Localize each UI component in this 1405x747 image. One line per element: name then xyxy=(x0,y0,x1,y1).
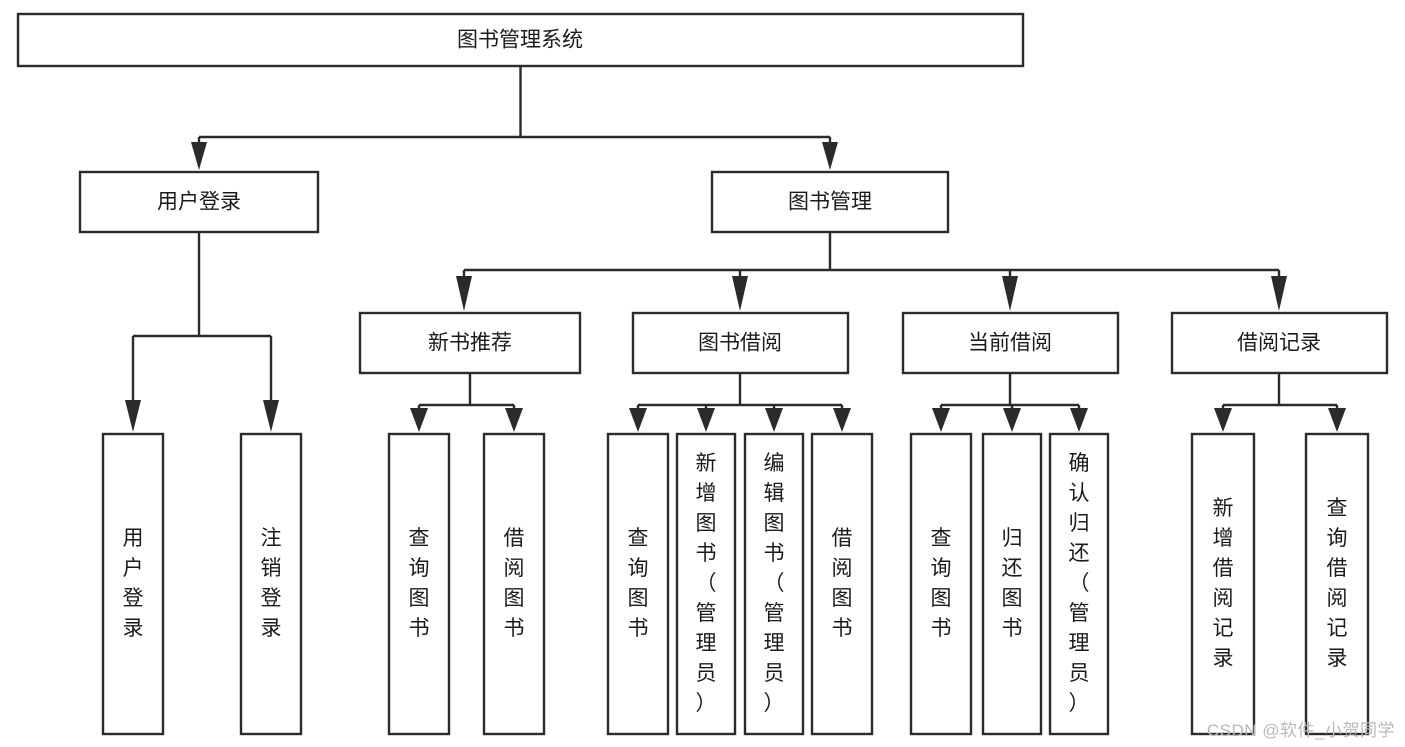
node-current-borrow-label: 当前借阅 xyxy=(968,332,1052,355)
leaf-node[interactable]: 查询图书 xyxy=(606,432,670,736)
node-book-manage-box[interactable] xyxy=(710,170,950,234)
arrowhead-current-borrow xyxy=(1002,276,1018,311)
node-root-box[interactable] xyxy=(16,12,1025,68)
leaf-node[interactable]: 新增图书（管理员） xyxy=(675,432,737,736)
node-book-borrow[interactable]: 图书借阅 xyxy=(631,311,850,375)
leaf-node[interactable]: 查询借阅记录 xyxy=(1304,432,1370,736)
node-new-book-rec-box[interactable] xyxy=(358,311,582,375)
leaf-node[interactable]: 确认归还（管理员） xyxy=(1048,432,1110,736)
node-new-book-rec-label: 新书推荐 xyxy=(428,332,512,355)
leaf-node-box[interactable] xyxy=(675,432,737,736)
leaf-node-label: 编辑图书（管理员） xyxy=(764,452,785,715)
leaf-node-box[interactable] xyxy=(1304,432,1370,736)
node-root[interactable]: 图书管理系统 xyxy=(16,12,1025,68)
arrowhead-book-borrow xyxy=(732,276,748,311)
leaf-node-box[interactable] xyxy=(810,432,874,736)
node-borrow-record-box[interactable] xyxy=(1170,311,1389,375)
leaf-node-label: 查询图书 xyxy=(931,527,952,640)
leaf-node-label: 查询借阅记录 xyxy=(1327,497,1348,670)
leaf-node[interactable]: 借阅图书 xyxy=(482,432,546,736)
leaf-node[interactable]: 查询图书 xyxy=(387,432,451,736)
node-borrow-record[interactable]: 借阅记录 xyxy=(1170,311,1389,375)
node-book-manage-label: 图书管理 xyxy=(788,191,872,214)
leaf-node-label: 新增借阅记录 xyxy=(1213,497,1234,670)
leaf-node-box[interactable] xyxy=(101,432,165,736)
arrowhead-leaf-confirm-return xyxy=(1070,408,1088,432)
leaf-node-label: 借阅图书 xyxy=(504,527,525,640)
leaf-node[interactable]: 编辑图书（管理员） xyxy=(743,432,805,736)
arrowhead-leaf-logout xyxy=(263,400,279,432)
arrowhead-leaf-query-book-3 xyxy=(932,408,950,432)
node-root-label: 图书管理系统 xyxy=(457,29,583,52)
arrowhead-leaf-add-book xyxy=(697,408,715,432)
arrowhead-leaf-add-record xyxy=(1214,408,1232,432)
connector-group-bookborrow-leaves xyxy=(629,373,851,432)
node-borrow-record-label: 借阅记录 xyxy=(1237,332,1321,355)
arrowhead-book-manage xyxy=(822,142,838,170)
arrowhead-leaf-borrow-book-1 xyxy=(505,408,523,432)
leaf-node-label: 注销登录 xyxy=(261,527,282,640)
node-user-login-box[interactable] xyxy=(78,170,320,234)
arrowhead-leaf-borrow-book-2 xyxy=(833,408,851,432)
connector-group-bookmanage-to-level3 xyxy=(456,232,1287,311)
connector-group-newbook-leaves xyxy=(410,373,523,432)
arrowhead-leaf-query-book-1 xyxy=(410,408,428,432)
node-new-book-rec[interactable]: 新书推荐 xyxy=(358,311,582,375)
arrowhead-borrow-record xyxy=(1271,276,1287,311)
leaf-node-box[interactable] xyxy=(482,432,546,736)
connector-group-borrowrecord-leaves xyxy=(1214,373,1346,432)
arrowhead-user-login xyxy=(191,142,207,170)
leaf-node-box[interactable] xyxy=(909,432,973,736)
leaf-node[interactable]: 借阅图书 xyxy=(810,432,874,736)
leaf-node-box[interactable] xyxy=(606,432,670,736)
leaf-node-label: 查询图书 xyxy=(409,527,430,640)
leaf-node[interactable]: 注销登录 xyxy=(239,432,303,736)
leaf-node-label: 确认归还（管理员） xyxy=(1069,452,1090,715)
node-user-login[interactable]: 用户登录 xyxy=(78,170,320,234)
node-user-login-label: 用户登录 xyxy=(157,191,241,214)
leaf-node[interactable]: 新增借阅记录 xyxy=(1190,432,1256,736)
node-book-borrow-label: 图书借阅 xyxy=(698,332,782,355)
arrowhead-leaf-user-login xyxy=(125,400,141,432)
leaf-node[interactable]: 查询图书 xyxy=(909,432,973,736)
leaf-node-label: 新增图书（管理员） xyxy=(696,452,717,715)
leaf-node-box[interactable] xyxy=(387,432,451,736)
connector-group-root-to-level2 xyxy=(191,66,838,170)
watermark-text: CSDN @软件_小贺同学 xyxy=(1206,721,1395,740)
leaf-node-box[interactable] xyxy=(1190,432,1256,736)
leaf-node-label: 归还图书 xyxy=(1002,527,1023,640)
leaf-node[interactable]: 归还图书 xyxy=(981,432,1043,736)
arrowhead-leaf-return-book xyxy=(1003,408,1021,432)
arrowhead-leaf-query-record xyxy=(1328,408,1346,432)
arrowhead-leaf-query-book-2 xyxy=(629,408,647,432)
leaf-node-label: 查询图书 xyxy=(628,527,649,640)
leaf-node-label: 用户登录 xyxy=(123,527,144,640)
leaf-node-box[interactable] xyxy=(743,432,805,736)
connector-group-currentborrow-leaves xyxy=(932,373,1088,432)
leaf-node-box[interactable] xyxy=(981,432,1043,736)
leaf-node-layer: 用户登录 注销登录 查询图书 借阅图书 查询图书 新增图书（管理员） 编辑图书（管理员） 借阅… xyxy=(101,432,1370,736)
node-book-manage[interactable]: 图书管理 xyxy=(710,170,950,234)
leaf-node-box[interactable] xyxy=(1048,432,1110,736)
node-current-borrow-box[interactable] xyxy=(901,311,1120,375)
arrowhead-new-book-rec xyxy=(456,276,472,311)
leaf-node-box[interactable] xyxy=(239,432,303,736)
connector-group-userlogin-leaves xyxy=(125,232,279,432)
leaf-node-label: 借阅图书 xyxy=(832,527,853,640)
arrowhead-leaf-edit-book xyxy=(765,408,783,432)
node-current-borrow[interactable]: 当前借阅 xyxy=(901,311,1120,375)
node-book-borrow-box[interactable] xyxy=(631,311,850,375)
leaf-node[interactable]: 用户登录 xyxy=(101,432,165,736)
